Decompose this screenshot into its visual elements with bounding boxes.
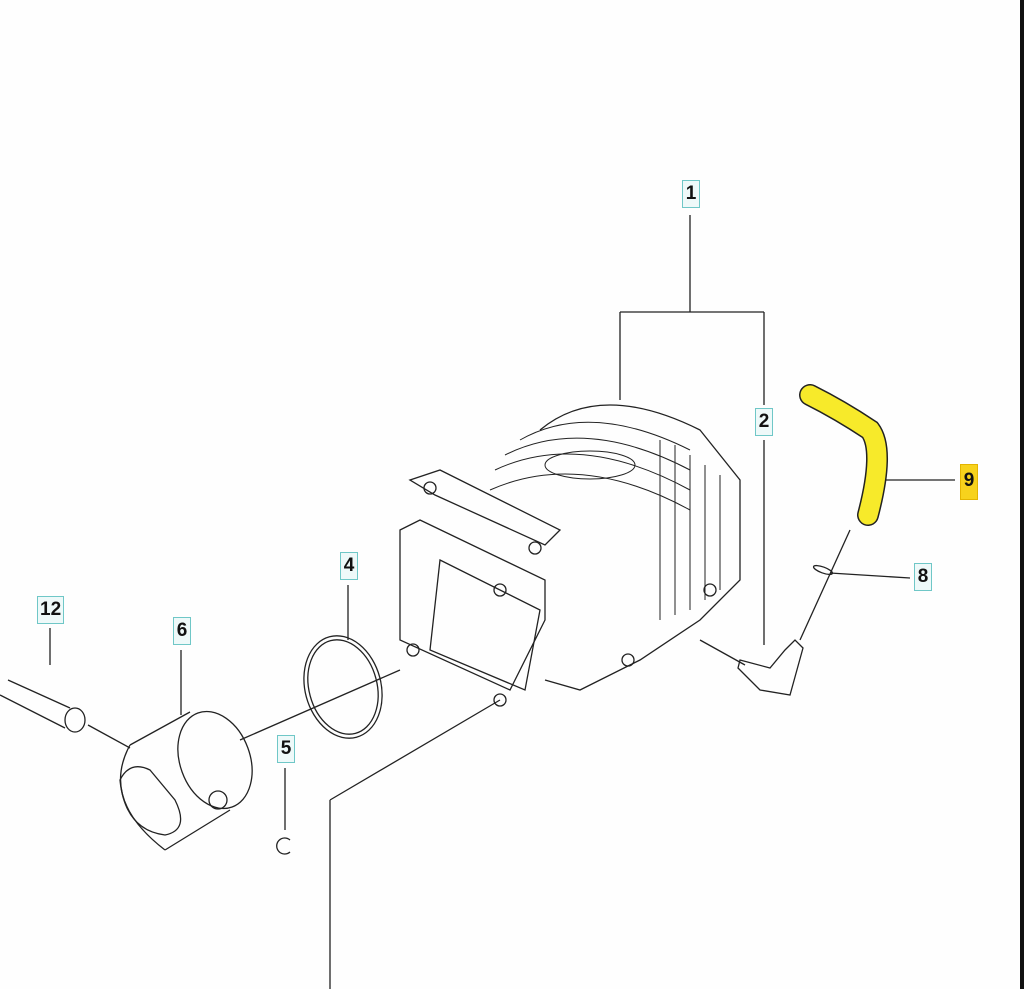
cylinder-part <box>399 404 741 707</box>
part-label-1[interactable]: 1 <box>682 180 700 208</box>
part-label-4[interactable]: 4 <box>340 552 358 580</box>
part-label-12[interactable]: 12 <box>37 596 65 624</box>
elbow-fitting-part <box>737 639 804 696</box>
piston-pin-part <box>0 679 86 733</box>
part-label-8[interactable]: 8 <box>914 563 932 591</box>
circlip-part <box>276 837 291 855</box>
part-label-9-selected[interactable]: 9 <box>960 464 978 500</box>
piston-part <box>119 710 253 851</box>
frame-border <box>1020 0 1024 989</box>
leader-lines <box>49 215 955 989</box>
part-label-6[interactable]: 6 <box>173 617 191 645</box>
clip-part <box>812 564 834 576</box>
part-label-2[interactable]: 2 <box>755 408 773 436</box>
gasket-part <box>303 635 383 739</box>
part-label-5[interactable]: 5 <box>277 735 295 763</box>
